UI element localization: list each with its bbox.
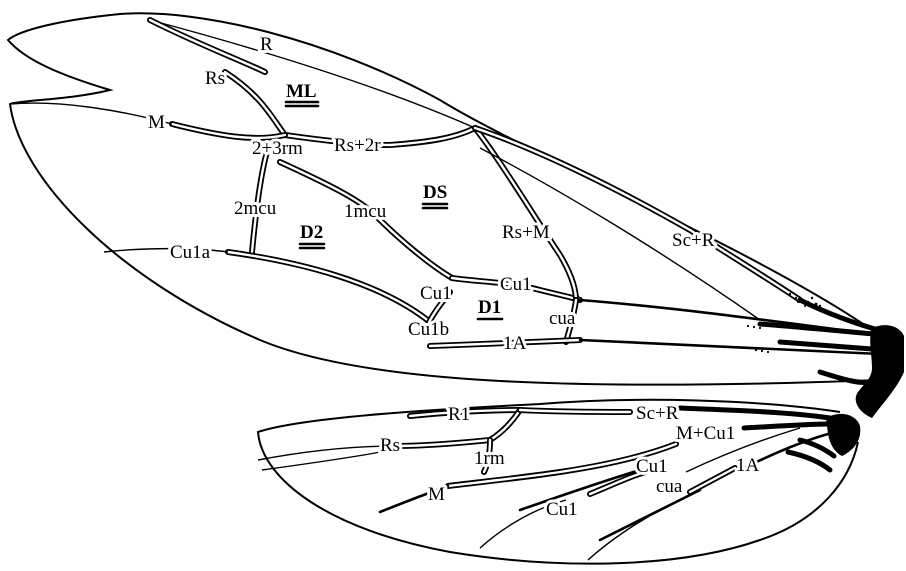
label-hw-rs: Rs bbox=[380, 435, 400, 456]
hindwing-veins bbox=[393, 407, 738, 497]
forewing-stipple bbox=[746, 292, 822, 354]
label-1mcu: 1mcu bbox=[344, 201, 387, 222]
cell-label-ds: DS bbox=[423, 182, 447, 203]
cell-label-ml: ML bbox=[286, 81, 317, 102]
label-cu1b: Cu1b bbox=[408, 319, 449, 340]
label-1a: 1A bbox=[503, 333, 527, 354]
forewing-leading-margin bbox=[149, 19, 476, 129]
label-rs-m: Rs+M bbox=[502, 222, 550, 243]
cell-d2: D2 bbox=[298, 222, 326, 250]
cell-label-d1: D1 bbox=[478, 297, 501, 318]
hindwing bbox=[256, 398, 861, 565]
label-2-3rm: 2+3rm bbox=[252, 138, 303, 159]
forewing-base bbox=[855, 325, 904, 418]
label-cua: cua bbox=[549, 308, 576, 329]
label-rs: Rs bbox=[205, 68, 225, 89]
label-m: M bbox=[148, 112, 165, 133]
label-hw-1rm: 1rm bbox=[474, 448, 505, 469]
forewing bbox=[6, 12, 904, 418]
cell-d1: D1 bbox=[476, 297, 504, 321]
forewing-outline bbox=[6, 12, 881, 386]
label-cu1-right: Cu1 bbox=[500, 274, 532, 295]
label-hw-cua: cua bbox=[656, 476, 683, 497]
label-r: R bbox=[260, 34, 273, 55]
label-sc-r: Sc+R bbox=[672, 230, 715, 251]
cell-ml: ML bbox=[284, 81, 320, 108]
label-hw-sc-r: Sc+R bbox=[636, 403, 679, 424]
hindwing-labels: R1 Sc+R Rs M+Cu1 1rm Cu1 cua 1A M Cu1 bbox=[377, 400, 763, 523]
label-rs-2r: Rs+2r bbox=[334, 135, 381, 156]
forewing-veins bbox=[147, 17, 803, 349]
cell-ds: DS bbox=[421, 182, 449, 210]
label-cu1a: Cu1a bbox=[170, 242, 211, 263]
label-hw-1a: 1A bbox=[736, 455, 760, 476]
label-hw-m: M bbox=[428, 484, 445, 505]
label-hw-cu1-lower: Cu1 bbox=[546, 499, 578, 520]
forewing-labels: R Rs M Rs+2r 2+3rm 2mcu 1mcu Cu1a Rs+M S… bbox=[145, 31, 718, 357]
cell-label-d2: D2 bbox=[300, 222, 323, 243]
hindwing-outline bbox=[256, 398, 859, 565]
label-2mcu: 2mcu bbox=[234, 198, 277, 219]
label-hw-r1: R1 bbox=[448, 404, 470, 425]
label-hw-m-cu1: M+Cu1 bbox=[676, 423, 735, 444]
hindwing-base bbox=[826, 413, 861, 456]
label-hw-cu1-upper: Cu1 bbox=[636, 456, 668, 477]
label-cu1-left: Cu1 bbox=[420, 283, 452, 304]
